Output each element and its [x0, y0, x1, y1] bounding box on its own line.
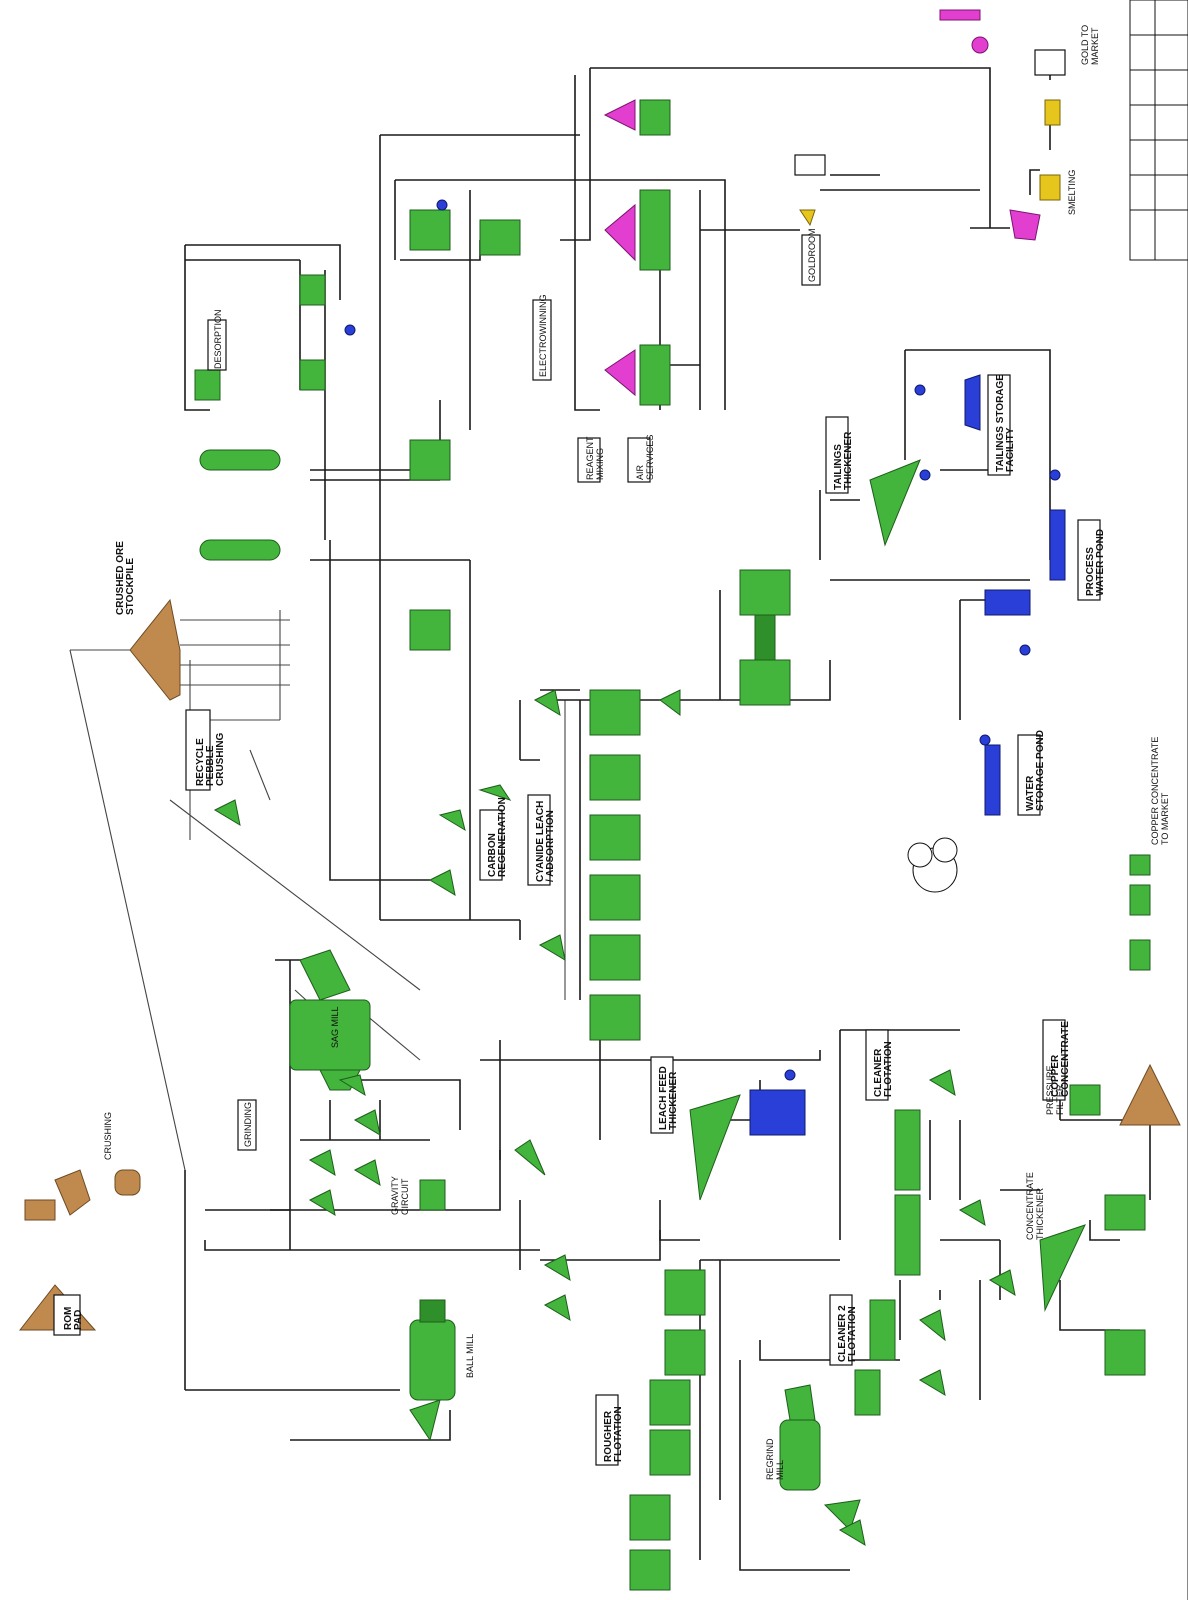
label-crushed-ore-stockpile: CRUSHED ORESTOCKPILE — [115, 541, 136, 615]
fume-scrubber — [971, 36, 989, 54]
label-gold-to-market: GOLD TOMARKET — [1080, 25, 1100, 65]
elution-column — [199, 449, 281, 471]
pond-cloud — [907, 837, 958, 893]
label-reagent-mixing: REAGENTMIXING — [585, 436, 605, 480]
label-cyanide-leach: CYANIDE LEACH/ ADSORPTION — [535, 801, 556, 882]
piping-network — [69, 67, 1151, 1571]
label-rom-pad: ROMPAD — [63, 1307, 84, 1330]
conc-container-2 — [1129, 939, 1151, 971]
label-rougher-flotation: ROUGHERFLOTATION — [603, 1406, 624, 1462]
tailings-thickener — [869, 459, 921, 547]
cleaner-flotation-cells — [854, 1109, 921, 1416]
crushed-ore-stockpile-pile — [129, 598, 181, 701]
tailings-storage-facility — [964, 374, 981, 431]
concentrate-storage-tank — [1104, 1194, 1146, 1231]
label-process-water-pond: PROCESSWATER POND — [1085, 529, 1106, 596]
pumps — [344, 199, 1061, 1081]
conc-container-1 — [1129, 884, 1151, 916]
label-cleaner-flotation: CLEANERFLOTATION — [873, 1041, 894, 1097]
acid-wash-column — [199, 539, 281, 561]
rougher-flotation-cells — [629, 1269, 706, 1591]
process-water-pond — [1049, 509, 1066, 581]
fume-stack — [939, 9, 981, 21]
labels: ROMPAD CRUSHING CRUSHED ORESTOCKPILE REC… — [53, 25, 1170, 1480]
cil-tanks — [589, 689, 641, 1041]
ball-mill — [409, 1299, 456, 1442]
label-recycle-pebble: RECYCLEPEBBLECRUSHING — [195, 732, 226, 786]
label-crushing: CRUSHING — [103, 1112, 113, 1160]
pregnant-solution-tank-1 — [409, 209, 451, 251]
electrowinning-cell-3 — [603, 99, 671, 136]
label-sag-mill: SAG MILL — [330, 1006, 340, 1048]
label-goldroom: GOLDROOM — [807, 228, 817, 282]
label-gravity-circuit: GRAVITYCIRCUIT — [390, 1176, 410, 1215]
cyanide-detox-tanks — [739, 569, 791, 706]
equipment — [18, 9, 1181, 1591]
electrowinning-cell-2 — [604, 189, 671, 271]
label-cleaner2-flotation: CLEANER 2FLOTATION — [837, 1305, 858, 1362]
smelting-furnace — [1039, 174, 1061, 201]
final-tailing-tank — [1104, 1329, 1146, 1376]
conc-container-3 — [1129, 854, 1151, 876]
gold-dore — [799, 209, 816, 227]
strip-solution-tank — [409, 439, 451, 481]
leach-water-tank — [749, 1089, 806, 1136]
label-water-storage-pond: WATERSTORAGE POND — [1025, 730, 1046, 811]
label-carbon-regeneration: CARBONREGENERATION — [487, 797, 508, 877]
copper-concentrate-pile — [1119, 1063, 1181, 1126]
heat-exchanger-2 — [299, 274, 326, 306]
gravity-concentrator — [419, 1179, 446, 1211]
label-smelting: SMELTING — [1067, 170, 1077, 215]
primary-crusher — [24, 1169, 141, 1221]
label-copper-concentrate: COPPERCONCENTRATE — [1050, 1021, 1071, 1097]
label-grinding: GRINDING — [243, 1102, 253, 1147]
label-tailings-storage: TAILINGS STORAGEFACILITY — [995, 374, 1016, 472]
label-electrowinning: ELECTROWINNING — [538, 294, 548, 377]
label-air-services: AIRSERVICES — [635, 435, 655, 480]
regrind-mill — [779, 1384, 861, 1531]
label-pressure-filter: PRESSUREFILTER — [1045, 1065, 1065, 1115]
pregnant-solution-tank-2 — [479, 219, 521, 256]
gold-bars — [1044, 99, 1061, 126]
label-concentrate-thickener: CONCENTRATETHICKENER — [1025, 1172, 1045, 1240]
raw-water-tank — [984, 589, 1031, 616]
goldroom-vault — [794, 154, 826, 176]
label-ball-mill: BALL MILL — [465, 1334, 475, 1378]
water-storage-pond — [984, 744, 1001, 816]
screens-cyclones — [213, 689, 1016, 1547]
title-block — [1129, 0, 1188, 1600]
label-copper-conc-to-market: COPPER CONCENTRATETO MARKET — [1150, 737, 1170, 845]
heat-exchanger-1 — [299, 359, 326, 391]
label-regrind-mill: REGRINDMILL — [765, 1438, 785, 1480]
concentrate-thickener — [1039, 1224, 1086, 1312]
acid-tank — [409, 609, 451, 651]
electrowinning-cell-1 — [604, 344, 671, 406]
label-desorption: DESORPTION — [213, 309, 223, 369]
leach-feed-thickener — [689, 1094, 741, 1201]
label-tailings-thickener: TAILINGSTHICKENER — [833, 431, 854, 490]
gold-to-market-box — [1034, 49, 1066, 76]
label-leach-feed-thickener: LEACH FEEDTHICKENER — [658, 1066, 679, 1130]
pressure-filter-unit — [1069, 1084, 1101, 1116]
smelting-slag — [1009, 209, 1041, 241]
desorption-heater — [194, 369, 221, 401]
